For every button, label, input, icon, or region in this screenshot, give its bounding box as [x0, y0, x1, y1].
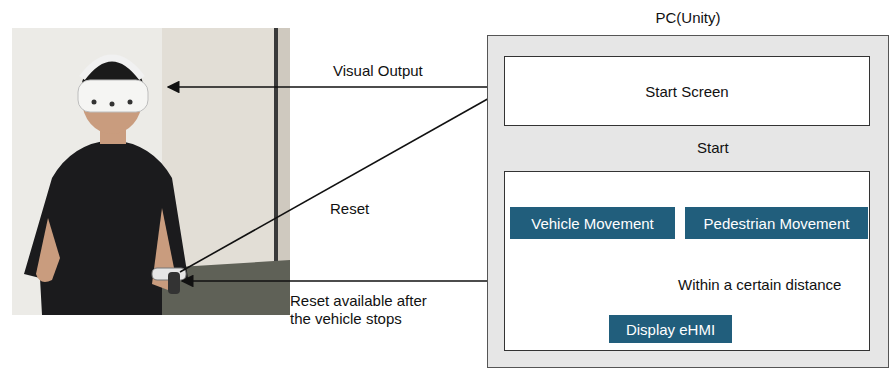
box-label: Start Screen	[645, 83, 728, 100]
group-box: Vehicle Movement Pedestrian MovementDispl…	[504, 171, 870, 351]
box-label: Display eHMI	[626, 321, 715, 338]
edge-label: Start	[695, 139, 731, 157]
system-panel: Start ScreenVehicle Movement Pedestrian M…	[487, 35, 889, 368]
visual-output-arrow	[168, 86, 502, 88]
reset-arrow	[180, 92, 500, 272]
annotation-label: Reset available after the vehicle stops	[290, 292, 450, 328]
photo-vr-user	[12, 28, 290, 315]
reset-available-arrow	[182, 280, 502, 282]
process-box: Display eHMI	[609, 315, 732, 343]
annotation-label: Visual Output	[333, 62, 423, 80]
annotation-label: Reset	[330, 200, 369, 218]
panel-heading: PC(Unity)	[488, 9, 888, 26]
box-label: Vehicle Movement	[531, 215, 654, 232]
box-label: Pedestrian Movement	[704, 215, 850, 232]
process-box: Vehicle Movement	[510, 207, 675, 239]
process-box: Start Screen	[504, 56, 870, 126]
annotation-label: Within a certain distance	[678, 276, 841, 294]
process-box: Pedestrian Movement	[685, 207, 868, 239]
